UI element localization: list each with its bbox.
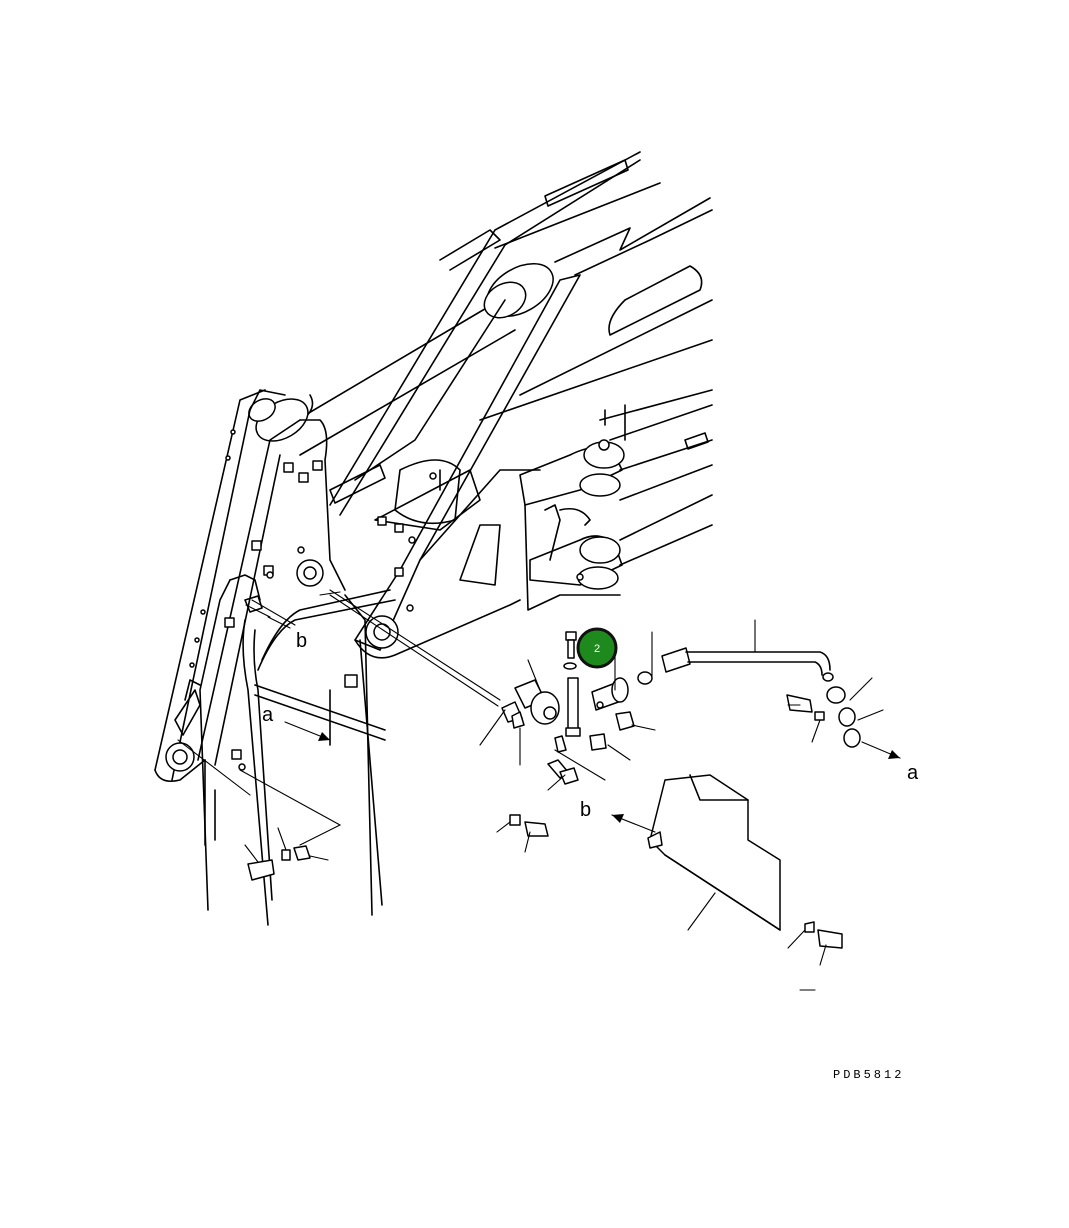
boom-cylinder bbox=[248, 229, 554, 504]
arrow-a-right-head bbox=[888, 750, 900, 759]
leader-lines bbox=[177, 616, 884, 991]
cover-guard bbox=[647, 774, 843, 949]
reference-label-a-right: a bbox=[907, 762, 919, 784]
reference-label-b-right: b bbox=[580, 799, 591, 821]
pivot-bracket bbox=[354, 274, 581, 659]
lower-arm-frame bbox=[154, 389, 396, 926]
clevis-ears bbox=[519, 439, 625, 611]
arrow-a-left-head bbox=[318, 732, 330, 741]
arrow-b-right-head bbox=[612, 814, 624, 823]
reference-label-b-left: b bbox=[296, 630, 307, 652]
callout-circle[interactable] bbox=[576, 627, 618, 669]
reference-label-a-left: a bbox=[262, 704, 274, 726]
callout-2[interactable]: 2 bbox=[576, 627, 618, 669]
boom-arm bbox=[329, 151, 713, 566]
callout-number[interactable]: 2 bbox=[594, 643, 600, 655]
drawing-code: PDB5812 bbox=[833, 1068, 904, 1082]
direction-arrows bbox=[245, 604, 901, 833]
hose-lines bbox=[251, 589, 501, 707]
valve-assembly bbox=[247, 631, 861, 881]
